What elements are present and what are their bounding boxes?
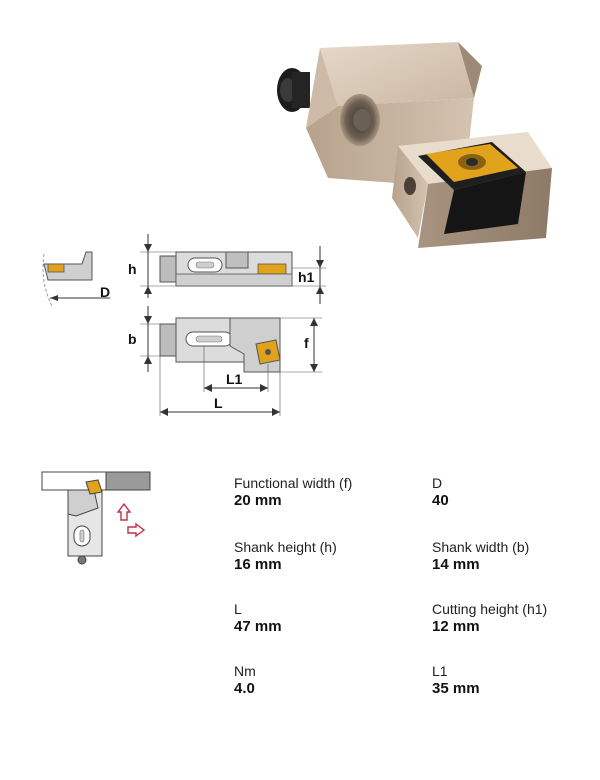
- spec-cutting-height: Cutting height (h1) 12 mm: [432, 600, 600, 636]
- spec-shank-width: Shank width (b) 14 mm: [432, 538, 600, 574]
- spec-label: Functional width (f): [234, 475, 353, 491]
- spec-value: 20 mm: [234, 492, 282, 509]
- spec-nm: Nm 4.0: [234, 662, 414, 698]
- spec-label: L: [234, 601, 242, 617]
- dim-label-b: b: [128, 331, 137, 347]
- technical-drawing: D h h1: [30, 222, 360, 422]
- dim-label-d: D: [100, 284, 110, 300]
- spec-value: 40: [432, 492, 449, 509]
- spec-value: 35 mm: [432, 680, 480, 697]
- dim-label-l1: L1: [226, 371, 243, 387]
- spec-label: Nm: [234, 663, 256, 679]
- dim-label-l: L: [214, 395, 223, 411]
- application-diagram: [40, 468, 160, 572]
- end-view: D: [42, 251, 110, 307]
- spec-label: Shank width (b): [432, 539, 530, 555]
- spec-l: L 47 mm: [234, 600, 414, 636]
- spec-value: 14 mm: [432, 556, 480, 573]
- dim-label-f: f: [304, 335, 309, 351]
- plan-view: b f L1 L: [128, 306, 322, 416]
- dim-label-h: h: [128, 261, 137, 277]
- spec-label: L1: [432, 663, 448, 679]
- clamp-screw: [277, 68, 310, 112]
- spec-value: 4.0: [234, 680, 255, 697]
- spec-value: 16 mm: [234, 556, 282, 573]
- spec-value: 12 mm: [432, 618, 480, 635]
- spec-value: 47 mm: [234, 618, 282, 635]
- spec-label: D: [432, 475, 443, 491]
- spec-shank-height: Shank height (h) 16 mm: [234, 538, 414, 574]
- dim-label-h1: h1: [298, 269, 315, 285]
- side-view: h h1: [128, 234, 326, 304]
- spec-l1: L1 35 mm: [432, 662, 600, 698]
- spec-label: Shank height (h): [234, 539, 337, 555]
- spec-d: D 40: [432, 474, 600, 510]
- feed-direction-icon: [116, 502, 146, 538]
- spec-functional-width: Functional width (f) 20 mm: [234, 474, 414, 510]
- product-photo: [268, 38, 568, 258]
- spec-label: Cutting height (h1): [432, 601, 548, 617]
- side-hole: [404, 177, 416, 195]
